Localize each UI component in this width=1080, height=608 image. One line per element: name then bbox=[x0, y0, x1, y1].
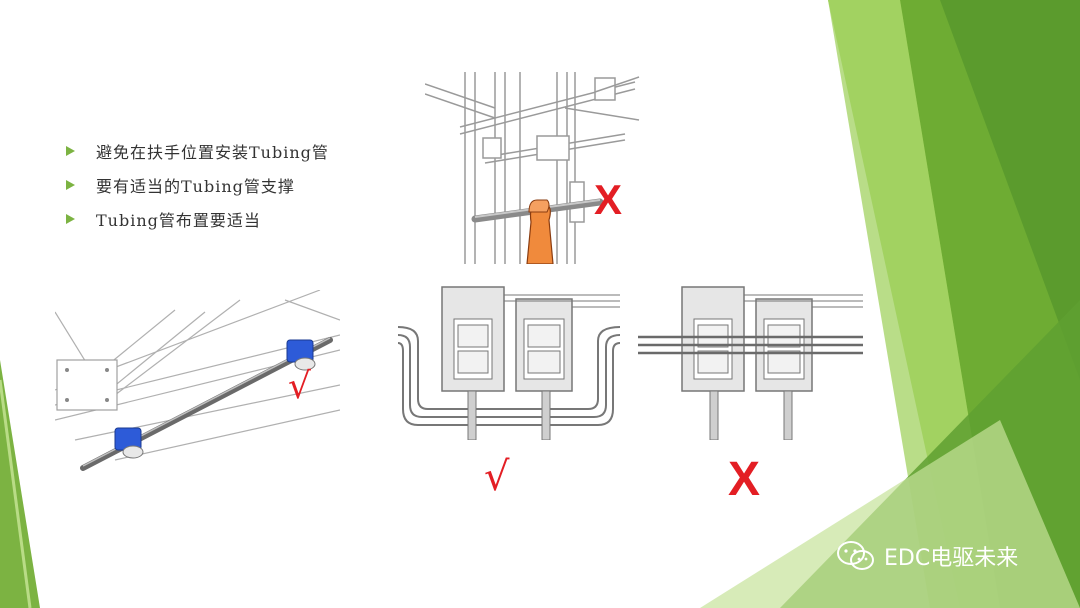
bad-layout-illustration bbox=[638, 286, 863, 440]
bullet-triangle-icon bbox=[66, 180, 75, 190]
bullet-triangle-icon bbox=[66, 146, 75, 156]
clamp-icon bbox=[286, 339, 316, 371]
bullet-triangle-icon bbox=[66, 214, 75, 224]
watermark: EDC电驱未来 bbox=[836, 540, 1018, 572]
bullet-text: Tubing管布置要适当 bbox=[96, 211, 261, 230]
bullet-item: 避免在扶手位置安装Tubing管 bbox=[66, 134, 329, 168]
layout-correct-mark: √ bbox=[484, 454, 510, 500]
clamp-icon bbox=[114, 427, 144, 459]
wechat-icon bbox=[837, 541, 874, 570]
bullet-text: 要有适当的Tubing管支撑 bbox=[96, 177, 295, 196]
bullet-item: Tubing管布置要适当 bbox=[66, 202, 329, 236]
bullet-text: 避免在扶手位置安装Tubing管 bbox=[96, 143, 329, 162]
handrail-wrong-mark: X bbox=[594, 176, 623, 223]
handrail-illustration bbox=[425, 72, 640, 264]
support-correct-mark: √ bbox=[288, 366, 311, 407]
tubing-support-illustration bbox=[55, 290, 340, 471]
watermark-text: EDC电驱未来 bbox=[884, 546, 1019, 571]
bullet-item: 要有适当的Tubing管支撑 bbox=[66, 168, 329, 202]
bullet-list: 避免在扶手位置安装Tubing管 要有适当的Tubing管支撑 Tubing管布… bbox=[66, 134, 329, 236]
good-layout-illustration bbox=[398, 286, 620, 440]
layout-wrong-mark: X bbox=[728, 453, 761, 506]
